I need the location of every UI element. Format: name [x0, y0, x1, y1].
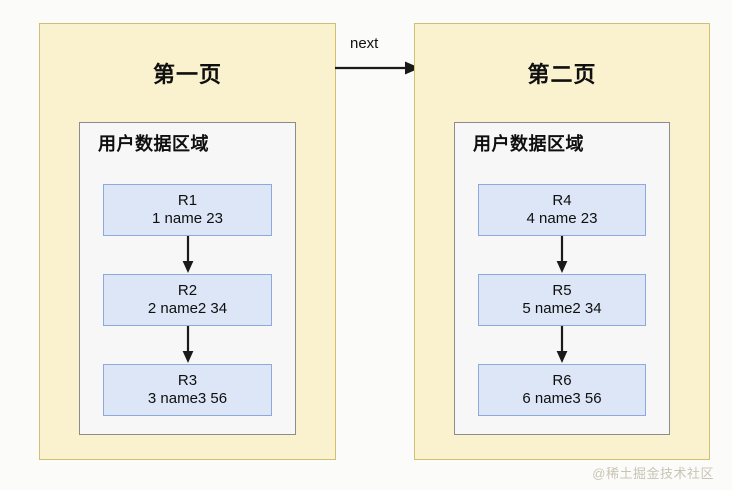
- user-data-region-first: 用户数据区域 R1 1 name 23 R2 2 name2 34: [79, 122, 296, 435]
- record-box-r3[interactable]: R3 3 name3 56: [103, 364, 272, 416]
- arrow-down-icon: [556, 236, 568, 273]
- record-name-r3: R3: [177, 372, 198, 390]
- arrow-right-icon: [335, 61, 420, 75]
- record-detail-r1: 1 name 23: [152, 210, 223, 227]
- record-box-r6[interactable]: R6 6 name3 56: [478, 364, 646, 416]
- page-title-second: 第二页: [527, 62, 597, 87]
- record-list-second: R4 4 name 23 R5 5 name2 34 R6: [478, 184, 646, 424]
- page-box-first: 第一页 用户数据区域 R1 1 name 23 R2 2 name2 34: [39, 23, 336, 460]
- user-data-region-second: 用户数据区域 R4 4 name 23 R5 5 name2 34: [454, 122, 670, 435]
- next-arrow-label: next: [350, 35, 379, 52]
- record-name-r2: R2: [177, 282, 198, 300]
- record-box-r5[interactable]: R5 5 name2 34: [478, 274, 646, 326]
- watermark: @稀土掘金技术社区: [592, 466, 714, 481]
- record-name-r6: R6: [552, 372, 572, 390]
- record-name-r1: R1: [177, 192, 198, 210]
- arrow-down-icon: [556, 326, 568, 363]
- record-detail-r3: 3 name3 56: [147, 390, 228, 407]
- record-detail-r4: 4 name 23: [526, 210, 598, 227]
- record-detail-r6: 6 name3 56: [522, 390, 602, 407]
- record-detail-r5: 5 name2 34: [522, 300, 602, 317]
- record-detail-r2: 2 name2 34: [147, 300, 228, 317]
- record-name-r5: R5: [552, 282, 572, 300]
- arrow-down-icon: [182, 236, 193, 273]
- page-title-first: 第一页: [152, 62, 222, 87]
- page-box-second: 第二页 用户数据区域 R4 4 name 23 R5 5 name2 34: [414, 23, 710, 460]
- user-data-region-title-second: 用户数据区域: [473, 134, 584, 154]
- user-data-region-title-first: 用户数据区域: [98, 134, 209, 154]
- record-box-r2[interactable]: R2 2 name2 34: [103, 274, 272, 326]
- record-box-r1[interactable]: R1 1 name 23: [103, 184, 272, 236]
- arrow-down-icon: [182, 326, 193, 363]
- record-list-first: R1 1 name 23 R2 2 name2 34 R3: [103, 184, 272, 424]
- record-name-r4: R4: [552, 192, 572, 210]
- record-box-r4[interactable]: R4 4 name 23: [478, 184, 646, 236]
